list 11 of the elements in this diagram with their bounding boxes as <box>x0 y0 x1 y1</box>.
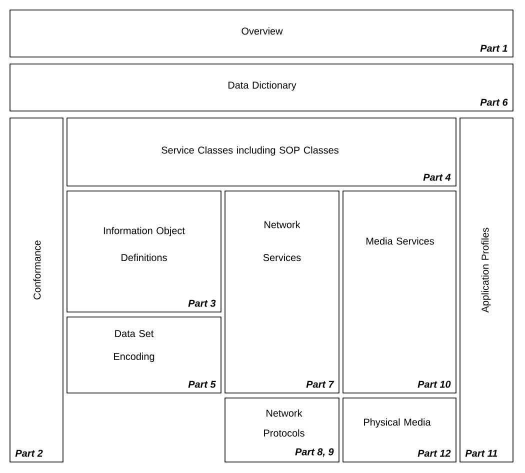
part-box: Network Protocols Part 8, 9 <box>224 398 340 462</box>
part-box: Overview Part 1 <box>10 10 514 58</box>
part-box: Data Set Encoding Part 5 <box>66 316 222 394</box>
part-box: Service Classes including SOP Classes Part 4 <box>66 118 456 186</box>
part-box: Application Profiles Part 11 <box>460 118 514 462</box>
part-box: Media Services Part 10 <box>342 190 456 394</box>
part-box: Network Services Part 7 <box>224 190 340 394</box>
part-box: Data Dictionary Part 6 <box>10 64 514 112</box>
part-box: Information Object Definitions Part 3 <box>66 190 222 312</box>
part-box: Physical Media Part 12 <box>342 398 456 462</box>
part-box: Conformance Part 2 <box>10 118 64 462</box>
